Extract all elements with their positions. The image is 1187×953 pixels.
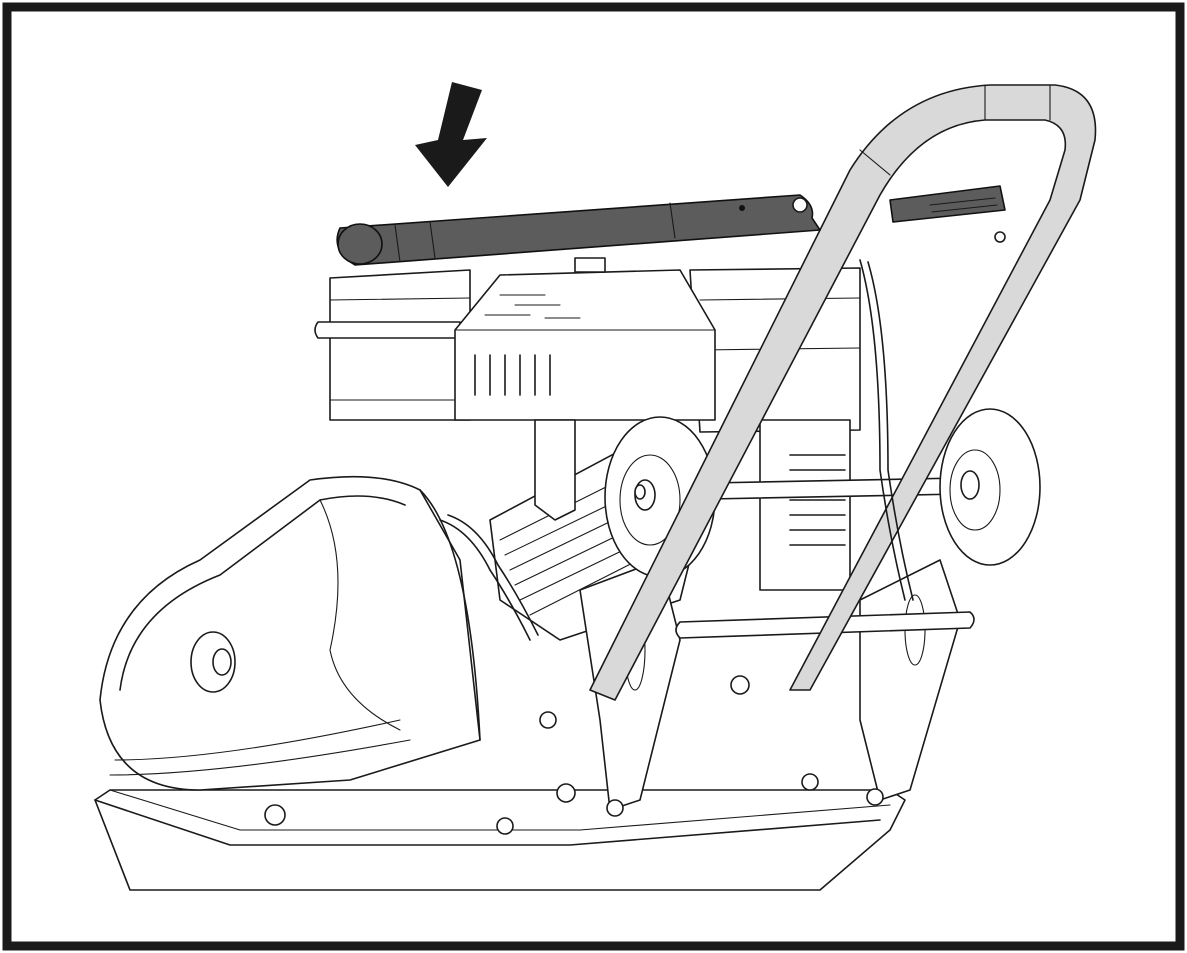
handle-lock-bar[interactable]: [336, 185, 1006, 266]
fuel-line: [439, 514, 539, 641]
base-plate: [94, 789, 906, 891]
throttle-cable: [859, 259, 914, 601]
transport-wheel-rear: [939, 408, 1041, 566]
bolts: [264, 197, 1006, 835]
belt-guard: [99, 475, 481, 791]
air-filter-vents: [474, 294, 581, 396]
down-arrow-icon: [415, 82, 487, 187]
operator-handle[interactable]: [589, 84, 1097, 701]
